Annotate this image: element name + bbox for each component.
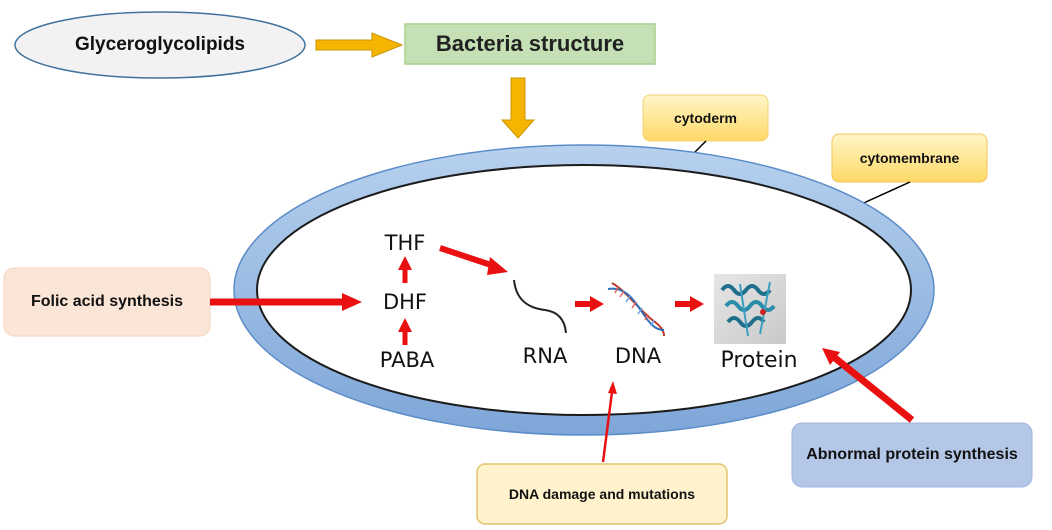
dna-damage-to-dna-arrow [601,391,614,463]
dhf-label: DHF [382,290,428,314]
abnormal-protein-box [791,422,1033,488]
glyceroglycolipids-ellipse [14,11,306,79]
abnormal-to-protein-arrow-head [822,348,840,365]
rna-to-dna-arrow-head [590,296,604,312]
rna-strand-icon [513,279,567,334]
dhf-to-thf-arrow-head [398,256,412,270]
orange-arrow-down [500,77,536,139]
rna-label: RNA [522,344,568,368]
folic-to-dhf-arrow-head [342,293,362,311]
protein-label: Protein [720,347,798,373]
thf-label: THF [384,231,426,255]
dna-damage-to-dna-arrow-head [608,381,617,394]
dna-label: DNA [614,344,662,368]
thf-to-rna-arrow-head [487,257,508,275]
bacteria-structure-box [404,23,656,65]
cell-interior [256,164,912,416]
dna-helix-icon [607,282,665,337]
dna-damage-box [476,463,728,525]
paba-to-dhf-arrow-head [398,318,412,332]
dna-damage-label: DNA damage and mutations [508,486,696,502]
orange-arrow-right [315,32,404,58]
cytomembrane-label: cytomembrane [859,150,960,166]
protein-structure-icon [714,274,786,344]
glyceroglycolipids-label: Glyceroglycolipids [75,34,245,55]
thf-to-rna-arrow [439,245,495,269]
bacteria-structure-label: Bacteria structure [435,31,625,56]
abnormal-protein-label: Abnormal protein synthesis [806,446,1018,463]
abnormal-to-protein-arrow [832,355,915,423]
cytoderm-label: cytoderm [673,110,738,126]
folic-acid-synthesis-label: Folic acid synthesis [30,293,184,310]
paba-label: PABA [379,348,435,372]
dna-to-protein-arrow-head [690,296,704,312]
